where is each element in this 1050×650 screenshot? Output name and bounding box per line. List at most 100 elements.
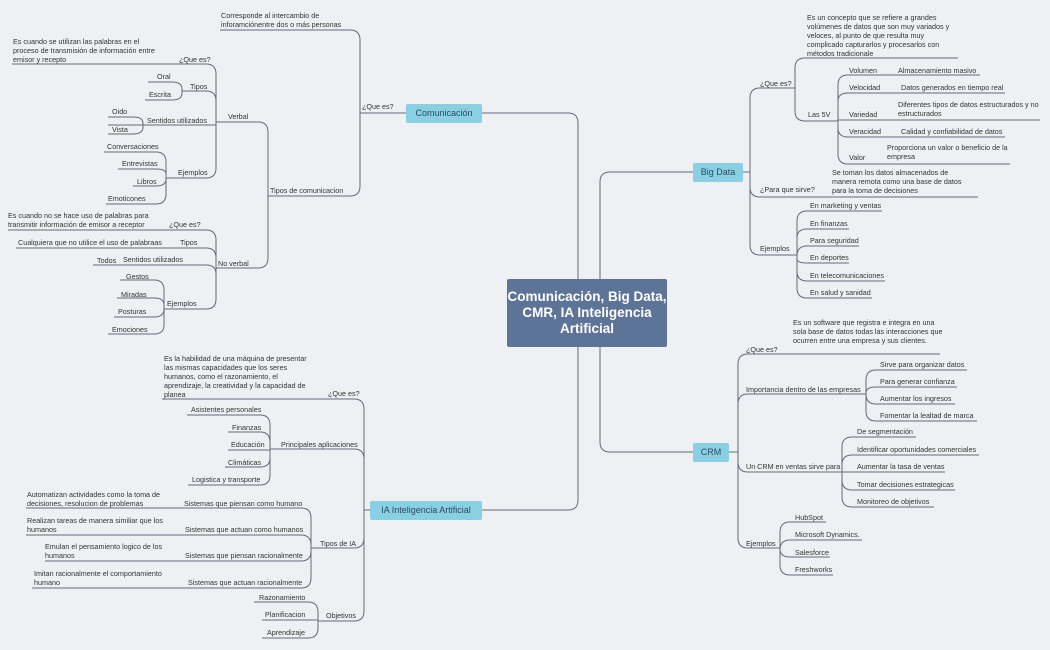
node-noverbal-tipos[interactable]: Tipos: [180, 238, 198, 247]
definition-comunicacion[interactable]: Corresponde al intercambio de inforamció…: [221, 11, 342, 29]
node-noverbal-que-es[interactable]: ¿Que es?: [169, 220, 201, 229]
definition-verbal[interactable]: Es cuando se utilizan las palabras en el…: [13, 37, 155, 64]
node-v-value[interactable]: Almacenamiento masivo: [898, 66, 977, 75]
node-ejemplo[interactable]: Gestos: [126, 272, 149, 281]
node-oido[interactable]: Oido: [112, 107, 128, 116]
node-ejemplo[interactable]: Emoticones: [108, 194, 146, 203]
node-venta[interactable]: De segmentación: [857, 427, 913, 436]
node-ia-aplicaciones[interactable]: Principales aplicaciones: [281, 440, 358, 449]
root-topic[interactable]: Comunicación, Big Data, CMR, IA Intelige…: [507, 279, 667, 347]
node-para-que-sirve[interactable]: ¿Para que sirve?: [760, 185, 815, 194]
node-todos[interactable]: Todos: [97, 256, 117, 265]
node-verbal[interactable]: Verbal: [228, 112, 249, 121]
node-ejemplo[interactable]: Salesforce: [795, 548, 829, 557]
node-ejemplo[interactable]: Microsoft Dynamics.: [795, 530, 860, 539]
node-crm-que-es[interactable]: ¿Que es?: [746, 345, 778, 354]
node-objetivo[interactable]: Planificacion: [265, 610, 306, 619]
node-verbal-sentidos[interactable]: Sentidos utilizados: [147, 116, 207, 125]
node-v-key[interactable]: Velocidad: [849, 83, 881, 92]
node-ejemplo[interactable]: Conversaciones: [107, 142, 159, 151]
node-verbal-que-es[interactable]: ¿Que es?: [179, 55, 211, 64]
definition-crm[interactable]: Es un software que registra e integra en…: [793, 318, 943, 345]
node-ejemplo[interactable]: En salud y sanidad: [810, 288, 871, 297]
topic-comunicacion[interactable]: Comunicación: [406, 104, 482, 123]
node-tipo-ia[interactable]: Sistemas que piensan racionalmente: [185, 551, 303, 560]
node-bigdata-que-es[interactable]: ¿Que es?: [760, 79, 792, 88]
node-ia-objetivos[interactable]: Objetivos: [326, 611, 356, 620]
node-verbal-ejemplos[interactable]: Ejemplos: [178, 168, 208, 177]
node-crm-ventas[interactable]: Un CRM en ventas sirve para: [746, 462, 841, 471]
node-v-key[interactable]: Volumen: [849, 66, 877, 75]
node-tipo-ia[interactable]: Sistemas que actuan como humanos: [185, 525, 304, 534]
node-ia-que-es[interactable]: ¿Que es?: [328, 389, 360, 398]
node-no-verbal[interactable]: No verbal: [218, 259, 249, 268]
node-ia-tipos[interactable]: Tipos de IA: [320, 539, 357, 548]
node-v-key[interactable]: Veracidad: [849, 127, 881, 136]
node-aplicacion[interactable]: Asistentes personales: [191, 405, 262, 414]
node-aplicacion[interactable]: Logistica y transporte: [192, 475, 261, 484]
node-venta[interactable]: Identificar oportunidades comerciales: [857, 445, 977, 454]
node-ejemplo[interactable]: En deportes: [810, 253, 849, 262]
definition-ia[interactable]: Es la habilidad de una máquina de presen…: [164, 354, 307, 399]
node-v-value[interactable]: Calidad y confiabilidad de datos: [901, 127, 1003, 136]
node-ejemplo[interactable]: Para seguridad: [810, 236, 859, 245]
node-ejemplo[interactable]: En telecomunicaciones: [810, 271, 884, 280]
node-venta[interactable]: Aumentar la tasa de ventas: [857, 462, 945, 471]
node-tipo-ia-desc[interactable]: Automatizan actividades como la toma de …: [27, 490, 161, 508]
node-crm-ejemplos[interactable]: Ejemplos: [746, 539, 776, 548]
topic-big-data[interactable]: Big Data: [693, 163, 743, 182]
root-topic-label: Comunicación, Big Data, CMR, IA Intelige…: [507, 289, 667, 336]
node-ejemplo[interactable]: Posturas: [118, 307, 147, 316]
node-objetivo[interactable]: Razonamiento: [259, 593, 306, 602]
node-ejemplo[interactable]: Freshworks: [795, 565, 833, 574]
node-v-key[interactable]: Variedad: [849, 110, 878, 119]
node-importancia[interactable]: Para generar confianza: [880, 377, 955, 386]
node-tipo-ia[interactable]: Sistemas que actuan racionalmente: [188, 578, 303, 587]
node-las-5v[interactable]: Las 5V: [808, 110, 831, 119]
node-ejemplo[interactable]: Libros: [137, 177, 157, 186]
node-aplicacion[interactable]: Climáticas: [228, 458, 262, 467]
node-venta[interactable]: Tomar decisiones estrategicas: [857, 480, 954, 489]
topic-label: Big Data: [700, 167, 736, 177]
node-ejemplo[interactable]: Miradas: [121, 290, 147, 299]
definition-big-data[interactable]: Es un concepto que se refiere a grandes …: [807, 13, 950, 58]
node-venta[interactable]: Monitoreo de objetivos: [857, 497, 930, 506]
node-tipo-ia-desc[interactable]: Realizan tareas de manera similiar que l…: [27, 516, 163, 534]
node-verbal-tipos[interactable]: Tipos: [190, 82, 208, 91]
node-importancia[interactable]: Sirve para organizar datos: [880, 360, 965, 369]
node-ejemplo[interactable]: En marketing y ventas: [810, 201, 882, 210]
node-v-key[interactable]: Valor: [849, 153, 866, 162]
node-ejemplo[interactable]: Emociones: [112, 325, 148, 334]
definition-no-verbal[interactable]: Es cuando no se hace uso de palabras par…: [8, 211, 149, 229]
node-v-value[interactable]: Datos generados en tiempo real: [901, 83, 1004, 92]
topic-crm[interactable]: CRM: [693, 443, 729, 462]
node-importancia[interactable]: Fomentar la lealtad de marca: [880, 411, 974, 420]
node-v-value[interactable]: Diferentes tipos de datos estructurados …: [898, 100, 1039, 118]
node-vista[interactable]: Vista: [112, 125, 128, 134]
node-ejemplo[interactable]: En finanzas: [810, 219, 848, 228]
node-v-value[interactable]: Proporciona un valor o beneficio de la e…: [887, 143, 1008, 161]
node-oral[interactable]: Oral: [157, 72, 171, 81]
node-ejemplo[interactable]: HubSpot: [795, 513, 823, 522]
node-escrita[interactable]: Escrita: [149, 90, 171, 99]
node-noverbal-tipos-valor[interactable]: Cualquiera que no utilice el uso de pala…: [18, 238, 162, 247]
node-noverbal-sentidos[interactable]: Sentidos utilizados: [123, 255, 183, 264]
node-tipo-ia-desc[interactable]: Emulan el pensamiento logico de los huma…: [45, 542, 163, 560]
node-importancia[interactable]: Aumentar los ingresos: [880, 394, 952, 403]
node-tipo-ia[interactable]: Sistemas que piensan como humano: [184, 499, 303, 508]
topic-label: IA Inteligencia Artificial: [381, 505, 471, 515]
definition-para-que-sirve[interactable]: Se toman los datos almacenados de manera…: [832, 168, 962, 195]
node-tipo-ia-desc[interactable]: Imitan racionalmente el comportamiento h…: [34, 569, 162, 587]
node-noverbal-ejemplos[interactable]: Ejemplos: [167, 299, 197, 308]
node-objetivo[interactable]: Aprendizaje: [267, 628, 305, 637]
node-bigdata-ejemplos[interactable]: Ejemplos: [760, 244, 790, 253]
node-crm-importancia[interactable]: Importancia dentro de las empresas: [746, 385, 861, 394]
topic-label: CRM: [700, 447, 722, 457]
subtopic-tipos-comunicacion[interactable]: Tipos de comunicacion: [270, 186, 344, 195]
node-aplicacion[interactable]: Educación: [231, 440, 265, 449]
subtopic-que-es[interactable]: ¿Que es?: [362, 102, 394, 111]
node-aplicacion[interactable]: Finanzas: [232, 423, 262, 432]
topic-ia[interactable]: IA Inteligencia Artificial: [370, 501, 482, 520]
node-ejemplo[interactable]: Entrevistas: [122, 159, 158, 168]
